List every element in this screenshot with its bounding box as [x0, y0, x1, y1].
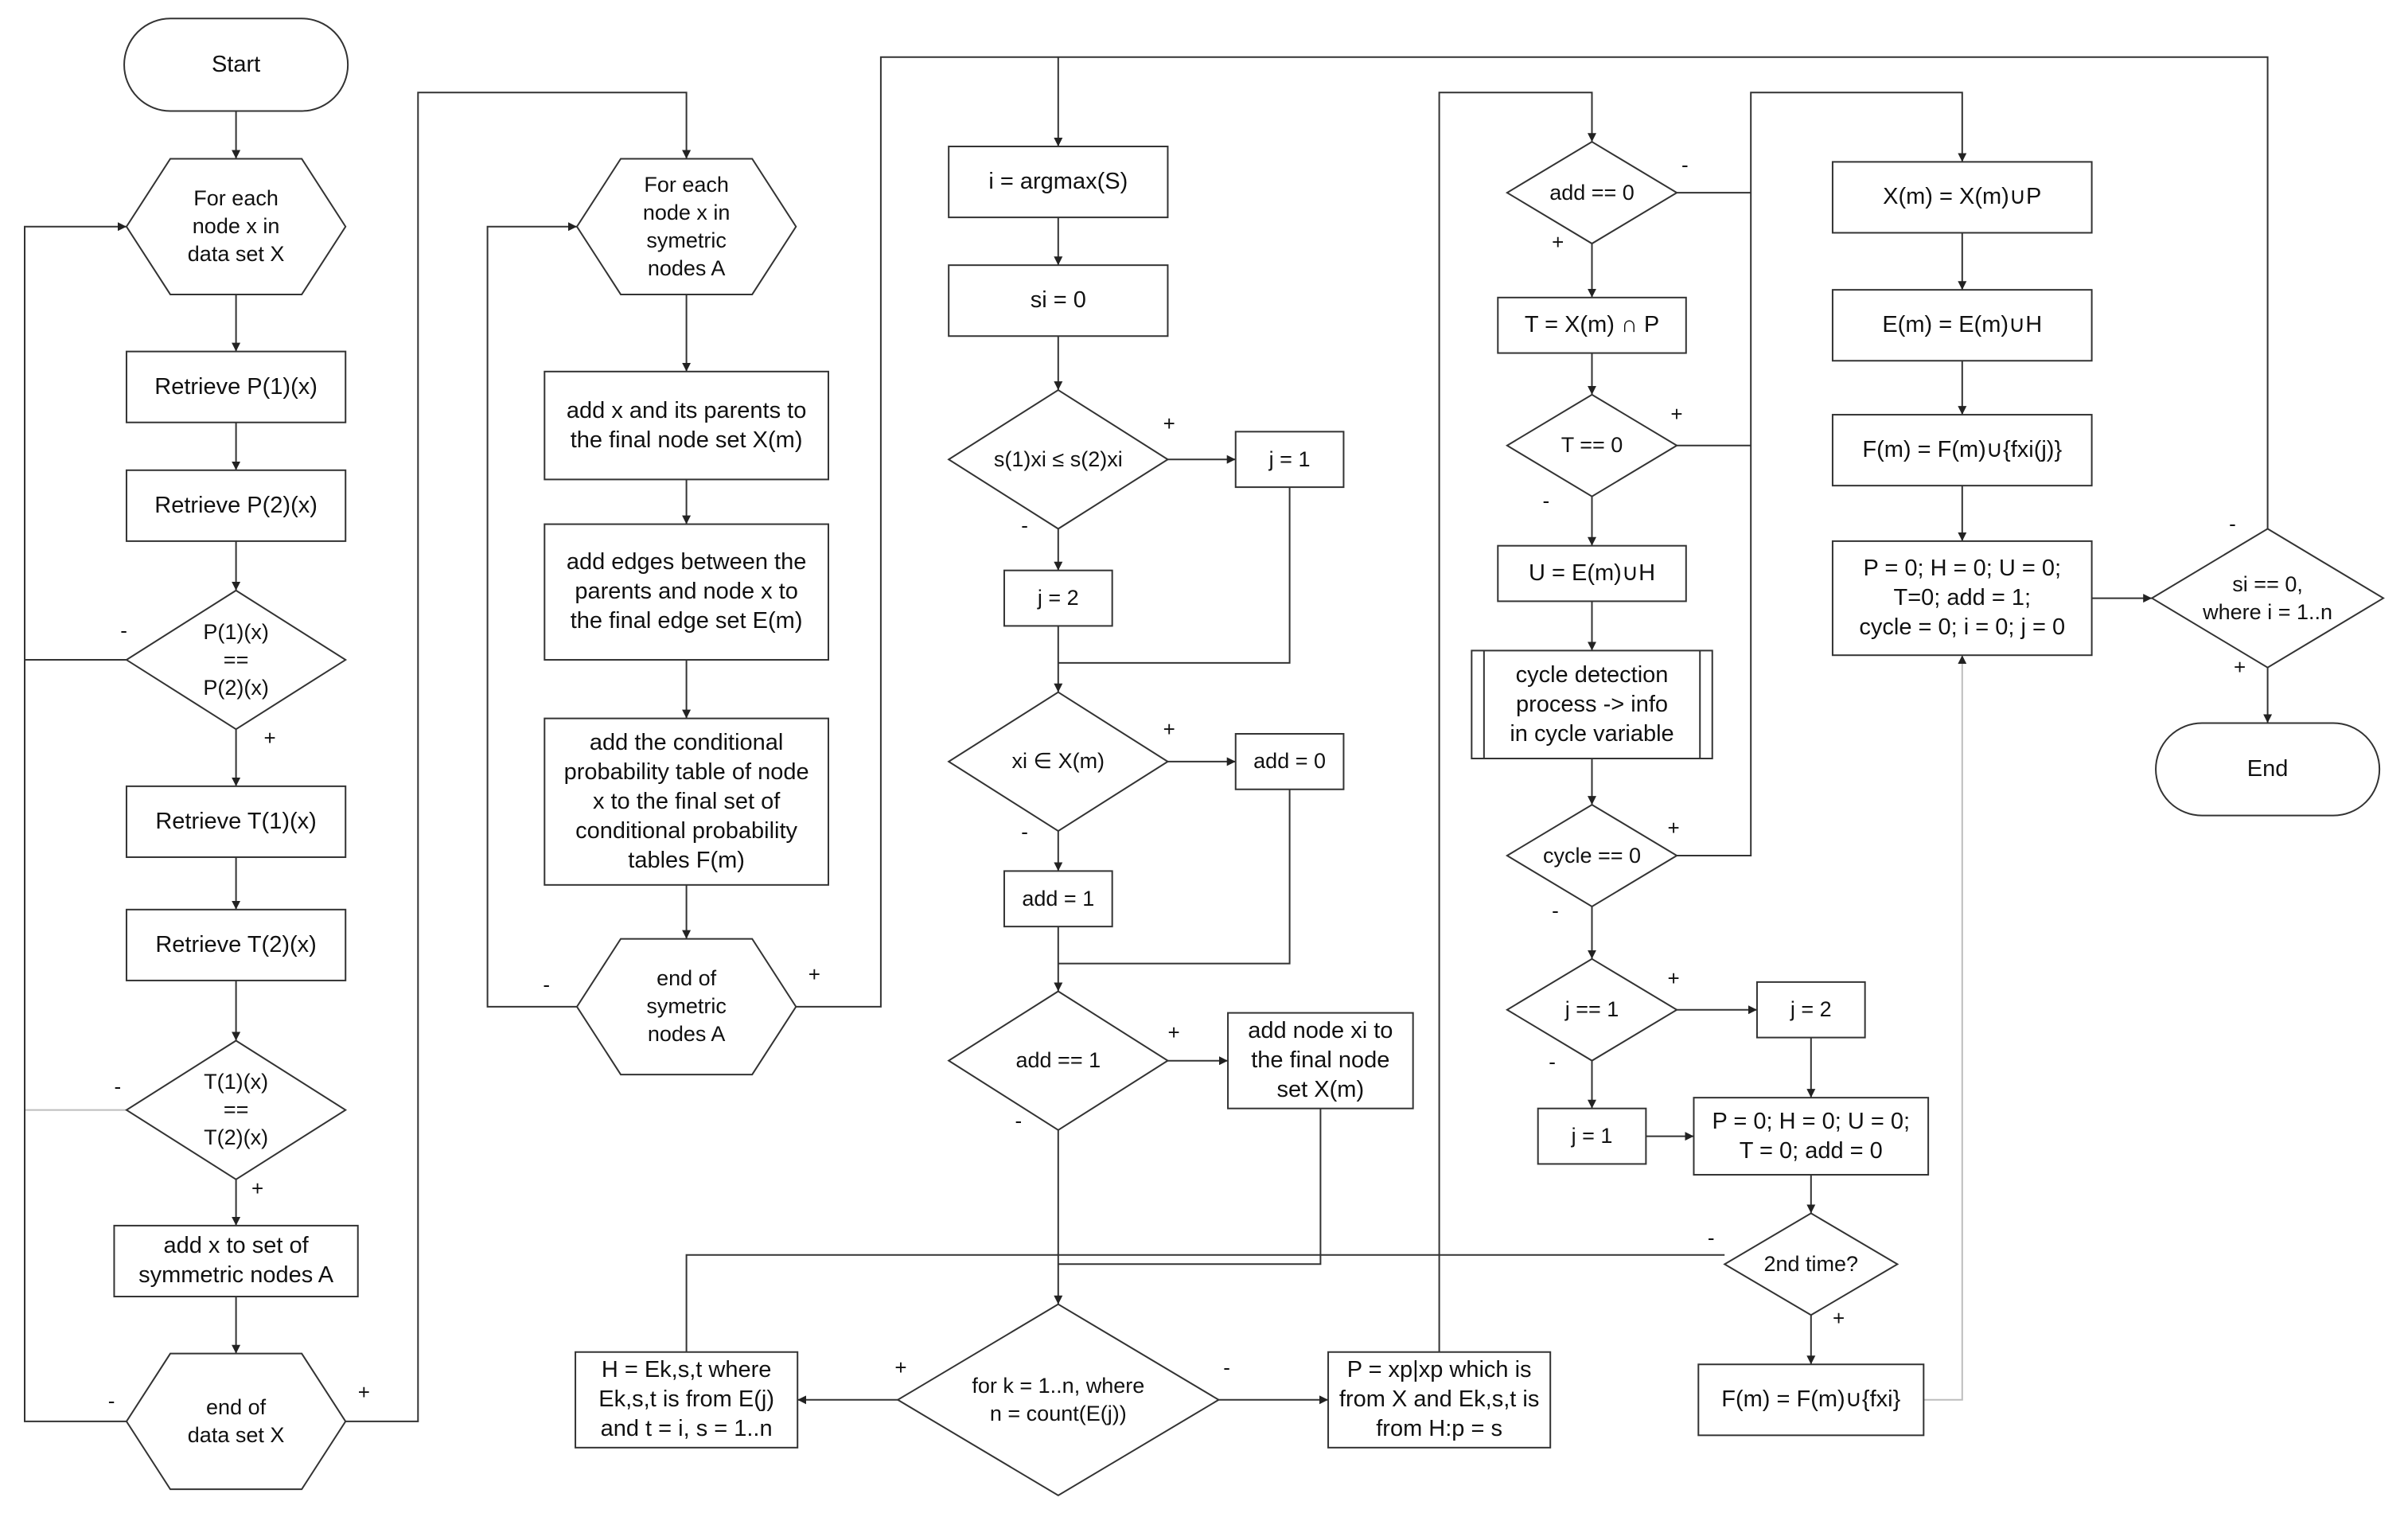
dec-p-eq-shape [125, 589, 348, 731]
retrieve-t2-shape [125, 908, 347, 981]
dec-si-shape [2150, 528, 2385, 669]
si-zero-shape [948, 264, 1169, 337]
retrieve-p1-shape [125, 350, 347, 423]
retrieve-p2-shape [125, 469, 347, 542]
connector-23 [1058, 487, 1291, 664]
foreach-a-shape [575, 158, 797, 295]
add-zero-shape [1234, 733, 1345, 790]
connector-32 [1058, 1108, 1322, 1265]
retrieve-t1-shape [125, 785, 347, 858]
j-two-a-shape [1003, 569, 1113, 627]
connector-17 [486, 222, 577, 1008]
f-union-shape [1831, 414, 2093, 487]
connector-18 [796, 56, 2269, 1008]
end-a-shape [575, 938, 797, 1076]
dec-s-shape [947, 388, 1170, 530]
dec-j1-shape [1505, 957, 1679, 1062]
start-shape [123, 18, 349, 112]
connector-4 [24, 222, 127, 661]
end-x-shape [125, 1352, 347, 1491]
j-one-b-shape [1537, 1107, 1647, 1165]
foreach-x-shape [125, 158, 347, 295]
dec-2nd-shape [1723, 1212, 1900, 1316]
j-two-b-shape [1755, 981, 1866, 1039]
connector-12 [345, 92, 692, 1422]
connector-36 [1438, 92, 1596, 1352]
dec-xi-shape [947, 691, 1170, 833]
f-box-b-shape [1697, 1363, 1925, 1437]
x-union-shape [1831, 161, 2093, 234]
connector-51 [1677, 92, 1967, 856]
argmax-shape [948, 146, 1169, 219]
p-box-shape [1327, 1351, 1552, 1449]
dec-add1-shape [947, 990, 1170, 1131]
u-box-shape [1497, 544, 1687, 603]
j-one-a-shape [1234, 431, 1345, 489]
dec-add0-shape [1505, 141, 1679, 245]
add-one-shape [1003, 870, 1113, 928]
cycle-proc-shape [1471, 649, 1713, 760]
reset-a-shape [1693, 1097, 1930, 1176]
add-edges-shape [544, 523, 829, 661]
dec-t0-shape [1505, 393, 1679, 497]
connector-27 [1058, 789, 1291, 965]
add-node-shape [1227, 1012, 1414, 1109]
add-cpt-shape [544, 717, 829, 886]
t-box-shape [1497, 296, 1687, 354]
end-shape [2155, 722, 2381, 817]
h-box-shape [575, 1351, 799, 1449]
connector-11 [24, 660, 127, 1422]
connector-57 [1923, 655, 1967, 1401]
dec-fork-shape [896, 1303, 1221, 1497]
dec-t-eq-shape [125, 1039, 348, 1180]
add-sym-shape [113, 1224, 359, 1298]
reset-b-shape [1831, 540, 2093, 657]
e-union-shape [1831, 289, 2093, 362]
connector-35 [685, 1254, 1725, 1352]
add-parents-shape [544, 370, 829, 481]
dec-cycle-shape [1505, 803, 1679, 908]
